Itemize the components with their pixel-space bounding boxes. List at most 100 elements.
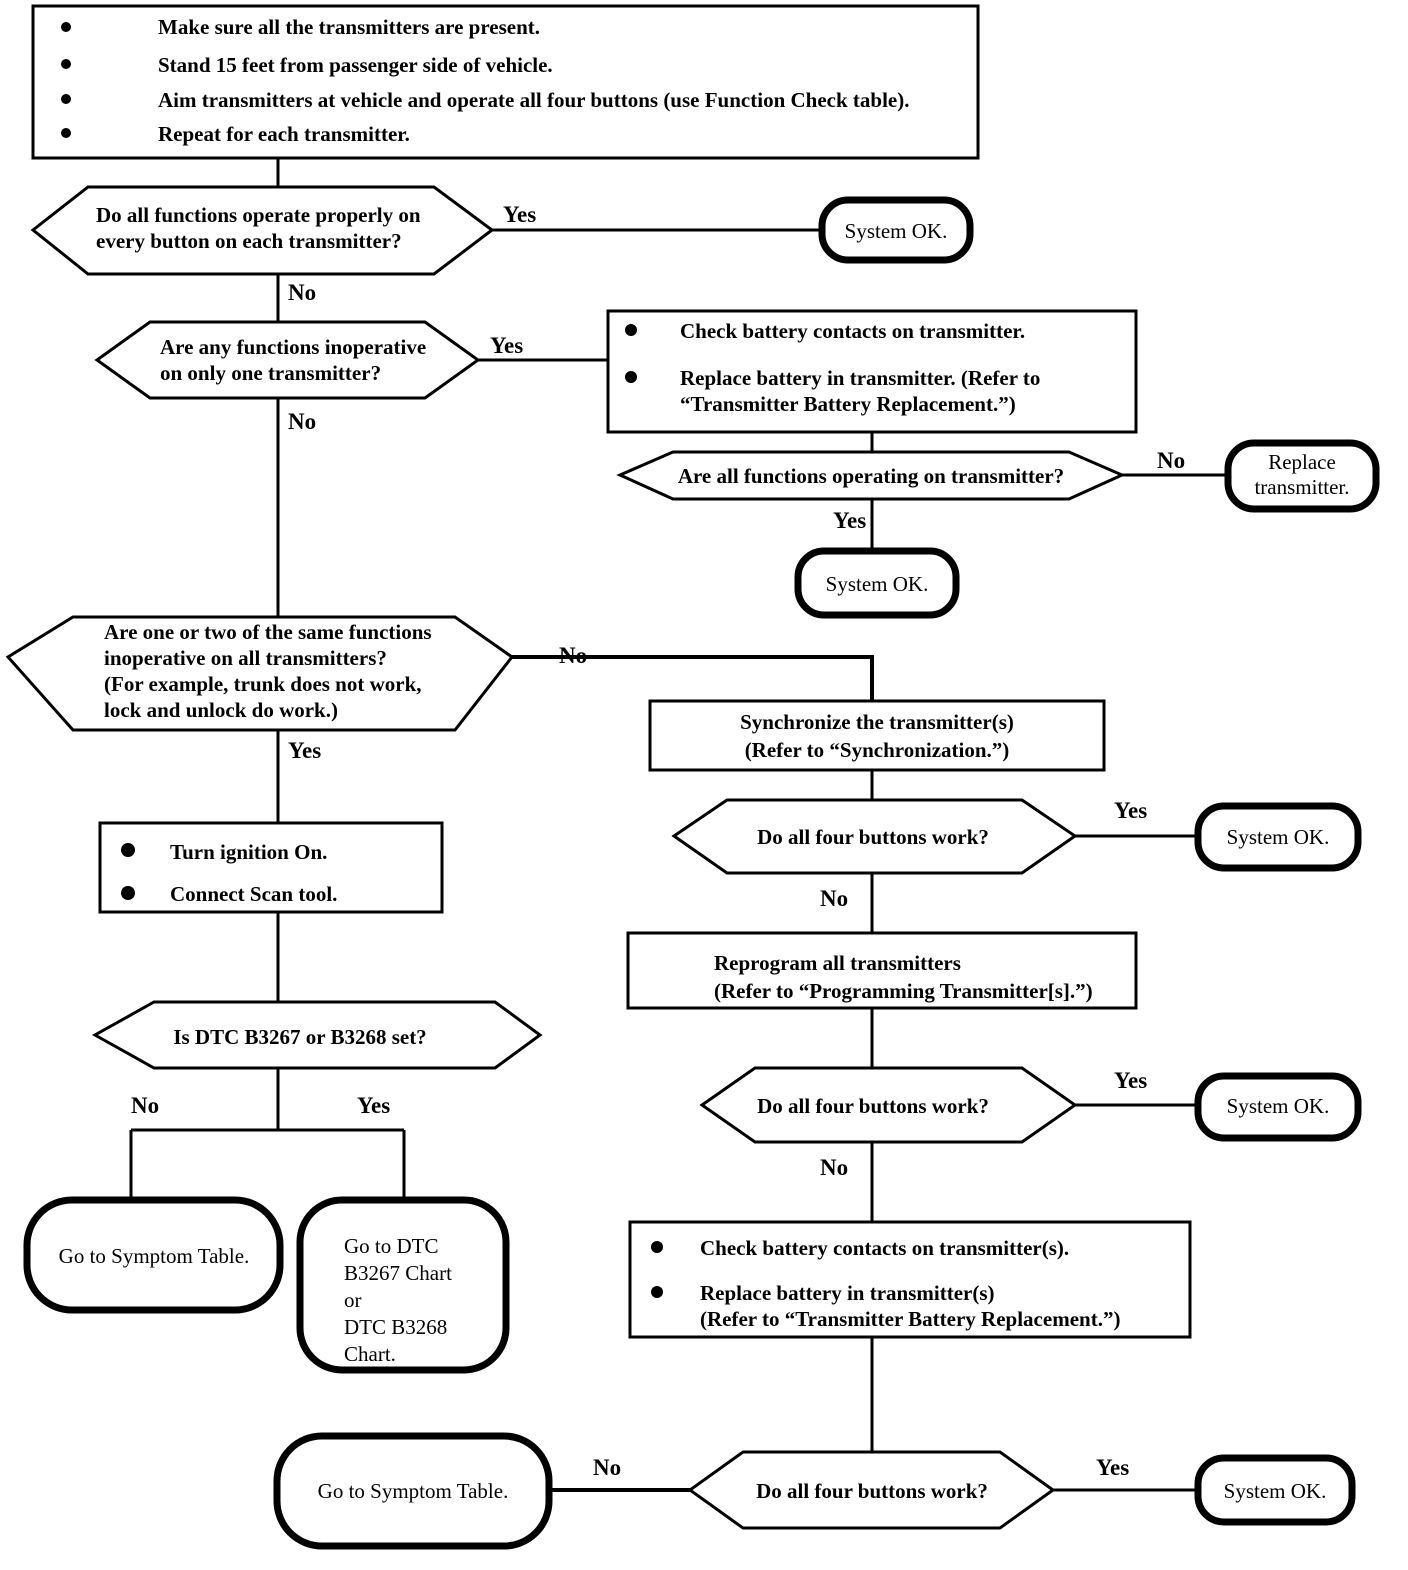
label-d2-no: No (288, 409, 316, 434)
bullet-icon (61, 22, 71, 32)
p3-line-1: Reprogram all transmitters (714, 951, 961, 975)
label-d3-yes: Yes (833, 508, 866, 533)
t6-frame (273, 1432, 553, 1550)
label-d5-yes: Yes (1114, 798, 1147, 823)
bullet-icon (121, 843, 135, 857)
t8-label: Go to Symptom Table. (59, 1244, 250, 1268)
t2-frame (1224, 439, 1380, 513)
p4-bullet-2-line-1: Replace battery in transmitter(s) (700, 1281, 995, 1305)
p5-frame (98, 821, 444, 914)
bullet-icon (61, 94, 71, 104)
node-decision-four-buttons-work-3[interactable]: Do all four buttons work? (687, 1450, 1056, 1530)
node-terminator-system-ok-4[interactable]: System OK. (1194, 1072, 1362, 1142)
d4-line-4: lock and unlock do work.) (104, 698, 338, 722)
d2-line-1: Are any functions inoperative (160, 335, 426, 359)
t8-frame (23, 1196, 284, 1314)
p2-frame (648, 699, 1106, 772)
label-d8-yes: Yes (357, 1093, 390, 1118)
p2-line-1: Synchronize the transmitter(s) (740, 710, 1014, 734)
d3-label: Are all functions operating on transmitt… (678, 464, 1064, 488)
edge-d4-no (512, 655, 874, 701)
bullet-icon (625, 324, 637, 336)
t9-line-3: or (344, 1288, 362, 1312)
d4-line-3: (For example, trunk does not work, (104, 672, 422, 696)
t5-frame (1194, 1072, 1362, 1142)
t2-line-2: transmitter. (1254, 475, 1349, 499)
start-bullet-4: Repeat for each transmitter. (158, 122, 410, 146)
t7-frame (1194, 1454, 1356, 1526)
d8-label: Is DTC B3267 or B3268 set? (173, 1025, 426, 1049)
t1-frame (818, 196, 974, 264)
d1-frame (30, 185, 495, 276)
node-start-instructions[interactable]: Make sure all the transmitters are prese… (31, 4, 980, 160)
t9-line-5: Chart. (344, 1342, 396, 1366)
label-d6-no: No (820, 1155, 848, 1180)
node-terminator-go-to-symptom-table-1[interactable]: Go to Symptom Table. (23, 1196, 284, 1314)
node-decision-same-functions-inoperative-all[interactable]: Are one or two of the same functions ino… (5, 615, 515, 732)
d7-label: Do all four buttons work? (756, 1479, 988, 1503)
node-terminator-go-to-symptom-table-2[interactable]: Go to Symptom Table. (273, 1432, 553, 1550)
label-d4-no: No (559, 643, 587, 668)
connectors (129, 158, 1228, 1492)
p3-line-2: (Refer to “Programming Transmitter[s].”) (714, 979, 1093, 1003)
bullet-icon (651, 1241, 663, 1253)
node-process-check-replace-battery-2[interactable]: Check battery contacts on transmitter(s)… (628, 1220, 1192, 1339)
bullet-icon (121, 886, 135, 900)
bullet-icon (651, 1286, 663, 1298)
node-terminator-go-to-dtc-chart[interactable]: Go to DTC B3267 Chart or DTC B3268 Chart… (296, 1196, 510, 1374)
bullet-icon (61, 59, 71, 69)
t4-frame (1194, 802, 1362, 872)
p2-line-2: (Refer to “Synchronization.”) (745, 738, 1010, 762)
p1-bullet-2-line-1: Replace battery in transmitter. (Refer t… (680, 366, 1040, 390)
d2-frame (94, 320, 481, 400)
label-d7-no: No (593, 1455, 621, 1480)
node-decision-four-buttons-work-1[interactable]: Do all four buttons work? (671, 798, 1078, 875)
node-terminator-replace-transmitter[interactable]: Replace transmitter. (1224, 439, 1380, 513)
t7-label: System OK. (1224, 1479, 1327, 1503)
node-decision-four-buttons-work-2[interactable]: Do all four buttons work? (699, 1066, 1078, 1144)
node-process-check-replace-battery[interactable]: Check battery contacts on transmitter. R… (606, 309, 1138, 434)
label-d1-yes: Yes (503, 202, 536, 227)
label-d3-no: No (1157, 448, 1185, 473)
node-terminator-system-ok-2[interactable]: System OK. (794, 547, 960, 619)
t9-line-2: B3267 Chart (344, 1261, 452, 1285)
p5-bullet-1: Turn ignition On. (170, 840, 327, 864)
node-decision-dtc-b3267-b3268[interactable]: Is DTC B3267 or B3268 set? (91, 1000, 543, 1070)
label-d7-yes: Yes (1096, 1455, 1129, 1480)
d1-line-1: Do all functions operate properly on (96, 203, 421, 227)
p1-bullet-1-line-1: Check battery contacts on transmitter. (680, 319, 1025, 343)
t4-label: System OK. (1227, 825, 1330, 849)
p4-bullet-2-line-2: (Refer to “Transmitter Battery Replaceme… (700, 1307, 1120, 1331)
node-terminator-system-ok-5[interactable]: System OK. (1194, 1454, 1356, 1526)
t6-label: Go to Symptom Table. (318, 1479, 509, 1503)
start-bullet-1: Make sure all the transmitters are prese… (158, 15, 540, 39)
p4-frame (628, 1220, 1192, 1339)
node-decision-all-functions-operate[interactable]: Do all functions operate properly on eve… (30, 185, 495, 276)
d6-label: Do all four buttons work? (757, 1094, 989, 1118)
t9-line-4: DTC B3268 (344, 1315, 447, 1339)
t3-frame (794, 547, 960, 619)
d4-frame (5, 615, 515, 732)
node-process-synchronize-transmitters[interactable]: Synchronize the transmitter(s) (Refer to… (648, 699, 1106, 772)
node-process-ignition-scan-tool[interactable]: Turn ignition On. Connect Scan tool. (98, 821, 444, 914)
d5-frame (671, 798, 1078, 875)
p1-frame (606, 309, 1138, 434)
p3-frame (626, 931, 1138, 1010)
d5-label: Do all four buttons work? (757, 825, 989, 849)
d6-frame (699, 1066, 1078, 1144)
label-d8-no: No (131, 1093, 159, 1118)
node-terminator-system-ok-1[interactable]: System OK. (818, 196, 974, 264)
start-bullet-3: Aim transmitters at vehicle and operate … (158, 88, 909, 112)
node-decision-any-functions-inoperative-one[interactable]: Are any functions inoperative on only on… (94, 320, 481, 400)
t3-label: System OK. (826, 572, 929, 596)
start-box-frame (31, 4, 980, 160)
t9-frame (296, 1196, 510, 1374)
t9-line-1: Go to DTC (344, 1234, 439, 1258)
node-terminator-system-ok-3[interactable]: System OK. (1194, 802, 1362, 872)
d8-frame (91, 1000, 543, 1070)
d1-line-2: every button on each transmitter? (96, 229, 402, 253)
d2-line-2: on only one transmitter? (160, 361, 381, 385)
node-decision-all-functions-operating[interactable]: Are all functions operating on transmitt… (616, 450, 1126, 501)
node-process-reprogram-transmitters[interactable]: Reprogram all transmitters (Refer to “Pr… (626, 931, 1138, 1010)
